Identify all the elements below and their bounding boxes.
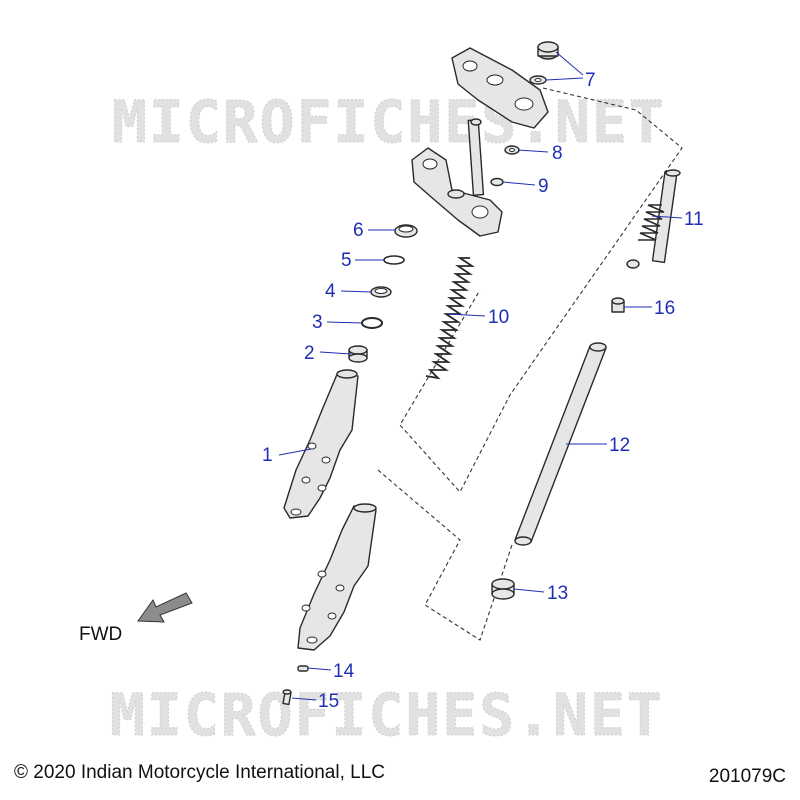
callout-12[interactable]: 12 [609,435,630,456]
part-11-damper-rod [626,169,681,269]
callout-9[interactable]: 9 [538,176,549,197]
part-5-ring [383,255,405,265]
part-6-seal [394,224,418,238]
part-9-washer [490,177,504,187]
part-3-ring [361,317,383,329]
leader-lines [278,51,683,701]
part-14-screw [297,665,309,672]
part-10-spring [425,257,475,380]
fwd-arrow-icon [137,592,193,623]
callout-10[interactable]: 10 [488,307,509,328]
fork-leg-lower [297,503,377,651]
copyright-notice: © 2020 Indian Motorcycle International, … [14,762,385,783]
callout-6[interactable]: 6 [353,220,364,241]
callout-14[interactable]: 14 [333,661,355,682]
part-1-fork-leg [283,369,359,519]
callout-16[interactable]: 16 [654,298,675,319]
callout-4[interactable]: 4 [325,281,336,302]
part-12-fork-tube [514,342,607,546]
part-7-bushing [529,41,559,85]
assembly-line-lower [377,469,513,641]
upper-triple-clamp [451,47,549,129]
callout-5[interactable]: 5 [341,250,352,271]
part-2-bushing [348,345,368,363]
part-15-pin [282,689,292,706]
assembly-line-upper [399,87,683,493]
lower-triple-clamp [411,118,503,237]
part-8-nut [504,145,520,155]
callout-13[interactable]: 13 [547,583,568,604]
callout-15[interactable]: 15 [318,691,339,712]
callout-8[interactable]: 8 [552,143,563,164]
part-16-plug [611,297,625,313]
drawing-number: 201079C [708,766,786,787]
callout-1[interactable]: 1 [262,445,273,466]
callout-2[interactable]: 2 [304,343,315,364]
fwd-label: FWD [79,624,122,645]
callout-3[interactable]: 3 [312,312,323,333]
watermark-bottom: MICROFICHES.NET [110,681,664,749]
callout-7[interactable]: 7 [585,70,596,91]
part-13-bushing [491,578,515,600]
watermark-top: MICROFICHES.NET [112,88,666,156]
callout-11[interactable]: 11 [684,209,704,230]
part-4-seal [370,286,392,298]
